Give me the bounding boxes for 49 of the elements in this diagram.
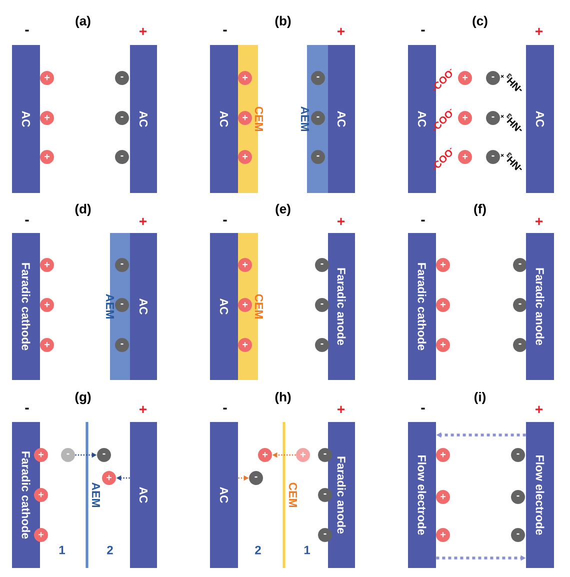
polarity-sign: - [223, 220, 227, 222]
electrode: AC [12, 45, 40, 193]
electrode: Faradic cathode [408, 233, 436, 380]
electrode: Flow electrode [408, 422, 436, 568]
compartment-number: 1 [304, 546, 310, 554]
polarity-sign: - [421, 408, 425, 410]
polarity-sign: + [338, 28, 345, 35]
membrane-line: CEM [282, 422, 298, 568]
compartment-number: 2 [107, 546, 113, 554]
polarity-sign: - [223, 408, 227, 410]
electrode: Faradic anode [526, 233, 554, 380]
polarity-sign: - [421, 220, 425, 222]
polarity-sign: - [25, 408, 29, 410]
electrode: AC [130, 233, 157, 380]
electrode: AC [130, 45, 157, 193]
electrode: AC [210, 422, 238, 568]
electrode: Faradic anode [328, 422, 355, 568]
polarity-sign: + [536, 218, 543, 225]
compartment-number: 2 [255, 546, 261, 554]
panel-letter: (h) [275, 392, 291, 404]
electrode: AC [328, 45, 355, 193]
polarity-sign: + [140, 218, 147, 225]
polarity-sign: + [536, 406, 543, 413]
polarity-sign: + [338, 406, 345, 413]
panel-letter: (f) [474, 204, 486, 216]
electrode: Faradic anode [328, 233, 355, 380]
electrode: AC [130, 422, 157, 568]
electrode: Flow electrode [526, 422, 554, 568]
electrode: AC [210, 45, 238, 193]
electrode: Faradic cathode [12, 233, 40, 380]
polarity-sign: + [140, 28, 147, 35]
electrode: AC [210, 233, 238, 380]
compartment-number: 1 [59, 546, 65, 554]
polarity-sign: - [421, 30, 425, 32]
panel-letter: (b) [275, 16, 291, 28]
electrode: AC [526, 45, 554, 193]
electrode: Faradic cathode [12, 422, 40, 568]
polarity-sign: - [223, 30, 227, 32]
polarity-sign: - [25, 30, 29, 32]
panel-letter: (g) [75, 392, 91, 404]
membrane-line: AEM [86, 422, 100, 568]
panel-letter: (e) [276, 204, 290, 216]
polarity-sign: + [140, 406, 147, 413]
panel-letter: (d) [75, 204, 91, 216]
polarity-sign: + [338, 218, 345, 225]
panel-letter: (c) [472, 16, 488, 28]
panel-letter: (i) [474, 392, 486, 404]
polarity-sign: - [25, 220, 29, 222]
panel-letter: (a) [76, 16, 90, 28]
